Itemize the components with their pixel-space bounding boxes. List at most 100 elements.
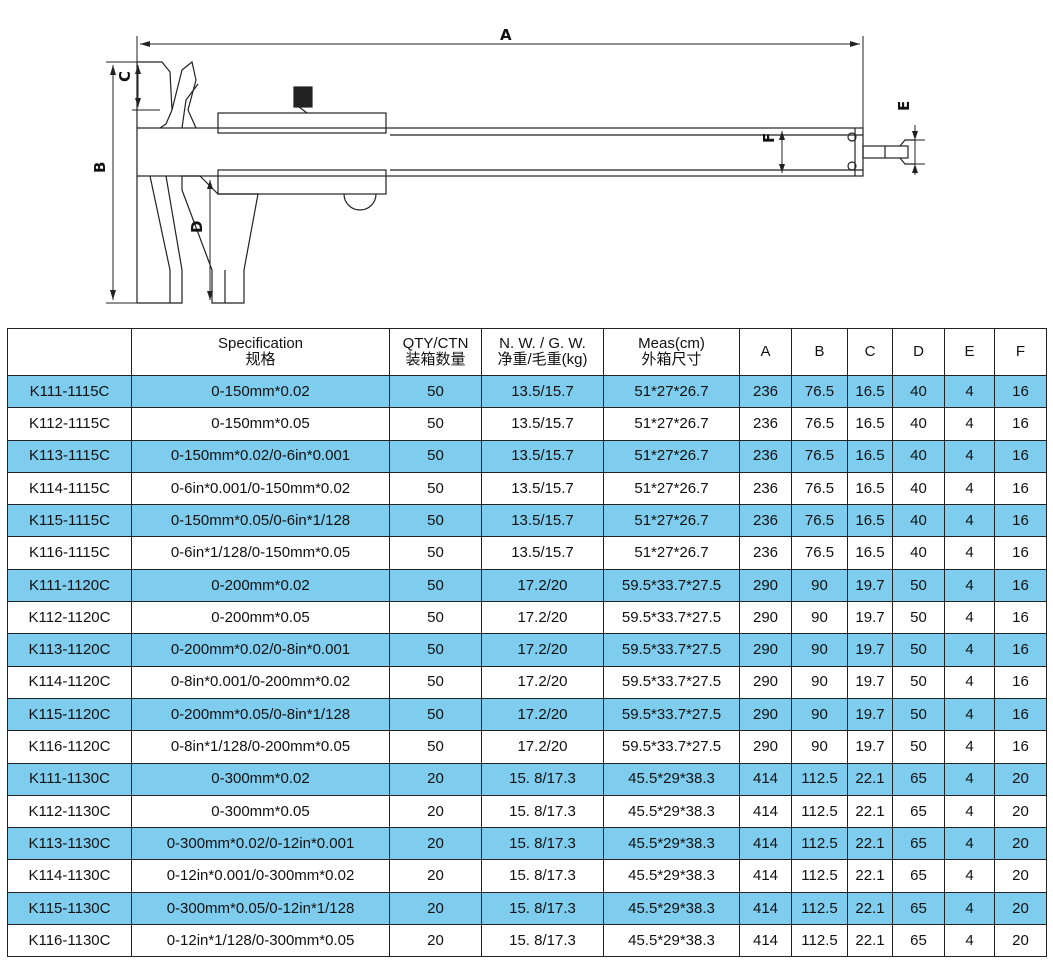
table-cell-weight: 15. 8/17.3 [481, 762, 604, 796]
table-cell-c: 19.7 [847, 730, 893, 764]
table-cell-a: 290 [739, 697, 792, 732]
table-cell-qty-ctn: 50 [389, 407, 482, 441]
table-cell-model: K115-1130C [7, 891, 132, 926]
table-cell-f: 16 [994, 439, 1047, 473]
table-cell-weight: 17.2/20 [481, 730, 604, 764]
table-cell-b: 76.5 [791, 439, 848, 473]
table-cell-b: 112.5 [791, 827, 848, 861]
table-cell-d: 65 [892, 859, 945, 893]
table-cell-weight: 13.5/15.7 [481, 504, 604, 538]
table-cell-qty-ctn: 50 [389, 439, 482, 473]
table-cell-model: K115-1115C [7, 504, 132, 538]
table-cell-specification: 0-6in*1/128/0-150mm*0.05 [131, 536, 390, 570]
table-cell-b: 90 [791, 697, 848, 732]
table-cell-e: 4 [944, 762, 995, 796]
screw-top [847, 132, 857, 142]
table-cell-d: 40 [892, 536, 945, 570]
column-header-label-zh: 装箱数量 [405, 351, 466, 368]
table-cell-specification: 0-150mm*0.05/0-6in*1/128 [131, 504, 390, 538]
table-cell-meas: 45.5*29*38.3 [603, 859, 740, 893]
table-cell-f: 20 [994, 794, 1047, 829]
table-cell-specification: 0-200mm*0.05 [131, 601, 390, 635]
table-cell-e: 4 [944, 439, 995, 473]
table-cell-qty-ctn: 50 [389, 665, 482, 699]
column-header-e: E [944, 328, 995, 376]
table-cell-b: 76.5 [791, 536, 848, 570]
table-cell-weight: 15. 8/17.3 [481, 891, 604, 926]
column-header-label: A [760, 343, 771, 361]
table-cell-c: 16.5 [847, 407, 893, 441]
table-cell-c: 22.1 [847, 924, 893, 958]
table-cell-b: 90 [791, 730, 848, 764]
table-cell-e: 4 [944, 407, 995, 441]
table-cell-c: 22.1 [847, 827, 893, 861]
table-cell-model: K114-1115C [7, 471, 132, 506]
table-cell-meas: 51*27*26.7 [603, 407, 740, 441]
column-header-meas: Meas(cm)外箱尺寸 [603, 328, 740, 376]
table-cell-e: 4 [944, 568, 995, 603]
table-cell-e: 4 [944, 374, 995, 409]
table-cell-f: 20 [994, 891, 1047, 926]
table-cell-a: 236 [739, 504, 792, 538]
table-cell-f: 16 [994, 536, 1047, 570]
table-cell-b: 112.5 [791, 794, 848, 829]
table-cell-qty-ctn: 50 [389, 730, 482, 764]
column-header-f: F [994, 328, 1047, 376]
table-cell-model: K112-1130C [7, 794, 132, 829]
table-cell-d: 50 [892, 697, 945, 732]
table-cell-f: 16 [994, 601, 1047, 635]
table-cell-e: 4 [944, 601, 995, 635]
table-cell-model: K112-1115C [7, 407, 132, 441]
table-cell-d: 50 [892, 601, 945, 635]
table-cell-a: 414 [739, 924, 792, 958]
table-cell-a: 290 [739, 568, 792, 603]
column-header-label: Meas(cm) [638, 335, 705, 353]
table-cell-qty-ctn: 50 [389, 471, 482, 506]
table-cell-meas: 59.5*33.7*27.5 [603, 633, 740, 667]
table-cell-a: 414 [739, 794, 792, 829]
table-cell-meas: 45.5*29*38.3 [603, 762, 740, 796]
table-cell-meas: 51*27*26.7 [603, 504, 740, 538]
table-cell-b: 90 [791, 665, 848, 699]
table-cell-weight: 13.5/15.7 [481, 439, 604, 473]
table-cell-a: 236 [739, 471, 792, 506]
table-cell-b: 76.5 [791, 471, 848, 506]
column-header-label: F [1015, 343, 1026, 361]
table-cell-f: 16 [994, 568, 1047, 603]
table-cell-specification: 0-300mm*0.05/0-12in*1/128 [131, 891, 390, 926]
dimension-label-d: D [188, 221, 206, 233]
table-cell-b: 76.5 [791, 504, 848, 538]
table-cell-weight: 13.5/15.7 [481, 471, 604, 506]
column-header-weight: N. W. / G. W.净重/毛重(kg) [481, 328, 604, 376]
table-cell-qty-ctn: 20 [389, 762, 482, 796]
column-header-model [7, 328, 132, 376]
table-cell-c: 16.5 [847, 439, 893, 473]
table-cell-e: 4 [944, 827, 995, 861]
table-cell-a: 414 [739, 859, 792, 893]
table-cell-d: 65 [892, 827, 945, 861]
table-cell-model: K113-1120C [7, 633, 132, 667]
table-cell-a: 290 [739, 730, 792, 764]
table-cell-c: 19.7 [847, 697, 893, 732]
table-cell-specification: 0-8in*1/128/0-200mm*0.05 [131, 730, 390, 764]
fixed-inside-jaw [136, 61, 173, 129]
table-cell-specification: 0-12in*1/128/0-300mm*0.05 [131, 924, 390, 958]
table-cell-f: 16 [994, 471, 1047, 506]
table-cell-qty-ctn: 50 [389, 536, 482, 570]
table-cell-meas: 45.5*29*38.3 [603, 924, 740, 958]
table-cell-weight: 15. 8/17.3 [481, 859, 604, 893]
table-cell-weight: 17.2/20 [481, 568, 604, 603]
column-header-label: QTY/CTN [402, 335, 469, 353]
